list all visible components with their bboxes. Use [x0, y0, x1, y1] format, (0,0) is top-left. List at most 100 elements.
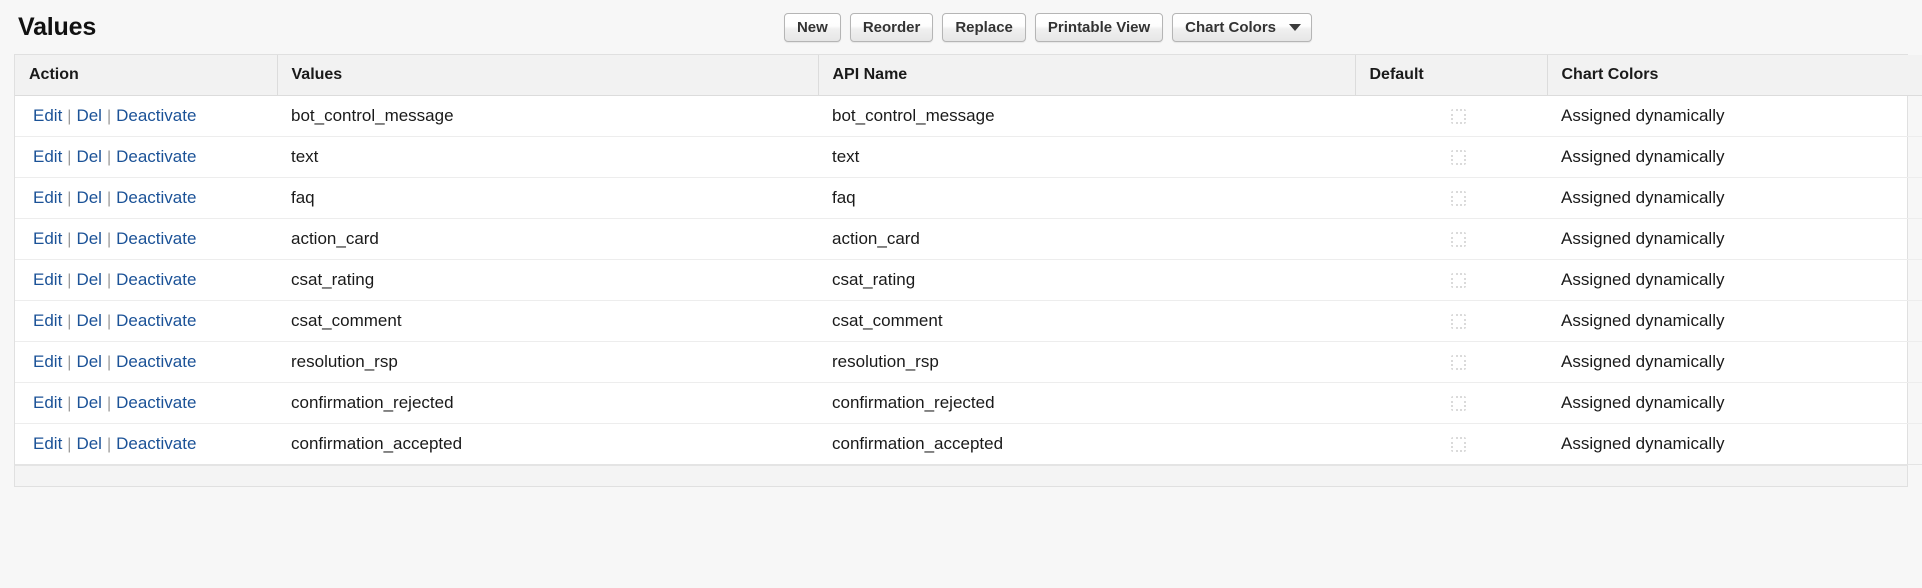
action-separator: |	[106, 231, 112, 248]
cell-api-name: action_card	[818, 218, 1355, 260]
chevron-down-icon	[1289, 23, 1301, 31]
replace-button[interactable]: Replace	[942, 12, 1026, 42]
delete-link[interactable]: Del	[76, 106, 102, 125]
deactivate-link[interactable]: Deactivate	[116, 229, 197, 248]
row-actions-cell: Edit|Del|Deactivate	[15, 423, 277, 465]
edit-link[interactable]: Edit	[33, 188, 63, 207]
default-checkbox[interactable]	[1450, 355, 1466, 371]
deactivate-link[interactable]: Deactivate	[116, 188, 197, 207]
new-button[interactable]: New	[783, 12, 841, 42]
edit-link[interactable]: Edit	[33, 393, 63, 412]
action-separator: |	[67, 436, 72, 453]
delete-link[interactable]: Del	[76, 311, 102, 330]
cell-default	[1355, 423, 1547, 465]
default-checkbox[interactable]	[1450, 109, 1466, 125]
delete-link[interactable]: Del	[76, 352, 102, 371]
cell-api-name: faq	[818, 177, 1355, 219]
edit-link[interactable]: Edit	[33, 352, 63, 371]
action-separator: |	[67, 395, 72, 412]
action-separator: |	[67, 354, 72, 371]
row-actions-cell: Edit|Del|Deactivate	[15, 300, 277, 342]
cell-value: csat_rating	[277, 259, 818, 301]
toolbar-button-group: New Reorder Replace Printable View Chart…	[783, 12, 1904, 42]
cell-default	[1355, 259, 1547, 301]
cell-chart-colors: Assigned dynamically	[1547, 177, 1922, 219]
default-checkbox[interactable]	[1450, 396, 1466, 412]
edit-link[interactable]: Edit	[33, 229, 63, 248]
cell-chart-colors: Assigned dynamically	[1547, 382, 1922, 424]
default-checkbox[interactable]	[1450, 273, 1466, 289]
cell-default	[1355, 341, 1547, 383]
delete-link[interactable]: Del	[76, 229, 102, 248]
default-checkbox[interactable]	[1450, 314, 1466, 330]
cell-value: confirmation_rejected	[277, 382, 818, 424]
cell-api-name: resolution_rsp	[818, 341, 1355, 383]
cell-api-name: confirmation_accepted	[818, 423, 1355, 465]
delete-link[interactable]: Del	[76, 393, 102, 412]
values-table: Action Values API Name Default Chart Col…	[15, 55, 1922, 465]
cell-value: resolution_rsp	[277, 341, 818, 383]
action-separator: |	[106, 108, 112, 125]
cell-default	[1355, 300, 1547, 342]
cell-value: faq	[277, 177, 818, 219]
cell-chart-colors: Assigned dynamically	[1547, 95, 1922, 137]
cell-chart-colors: Assigned dynamically	[1547, 136, 1922, 178]
reorder-button[interactable]: Reorder	[849, 12, 934, 42]
deactivate-link[interactable]: Deactivate	[116, 352, 197, 371]
deactivate-link[interactable]: Deactivate	[116, 311, 197, 330]
default-checkbox[interactable]	[1450, 232, 1466, 248]
row-actions-cell: Edit|Del|Deactivate	[15, 341, 277, 383]
deactivate-link[interactable]: Deactivate	[116, 393, 197, 412]
column-header-default: Default	[1355, 55, 1548, 96]
cell-api-name: csat_comment	[818, 300, 1355, 342]
action-separator: |	[106, 354, 112, 371]
edit-link[interactable]: Edit	[33, 147, 63, 166]
cell-value: csat_comment	[277, 300, 818, 342]
action-separator: |	[67, 272, 72, 289]
default-checkbox[interactable]	[1450, 191, 1466, 207]
deactivate-link[interactable]: Deactivate	[116, 147, 197, 166]
cell-chart-colors: Assigned dynamically	[1547, 300, 1922, 342]
action-separator: |	[67, 231, 72, 248]
deactivate-link[interactable]: Deactivate	[116, 106, 197, 125]
action-separator: |	[106, 436, 112, 453]
row-actions-cell: Edit|Del|Deactivate	[15, 259, 277, 301]
table-header-row: Action Values API Name Default Chart Col…	[15, 55, 1922, 96]
edit-link[interactable]: Edit	[33, 311, 63, 330]
chart-colors-dropdown-button[interactable]: Chart Colors	[1172, 12, 1312, 42]
cell-default	[1355, 218, 1547, 260]
cell-api-name: text	[818, 136, 1355, 178]
cell-value: confirmation_accepted	[277, 423, 818, 465]
deactivate-link[interactable]: Deactivate	[116, 434, 197, 453]
cell-chart-colors: Assigned dynamically	[1547, 259, 1922, 301]
cell-default	[1355, 95, 1547, 137]
default-checkbox[interactable]	[1450, 150, 1466, 166]
edit-link[interactable]: Edit	[33, 270, 63, 289]
cell-value: action_card	[277, 218, 818, 260]
delete-link[interactable]: Del	[76, 188, 102, 207]
cell-chart-colors: Assigned dynamically	[1547, 423, 1922, 465]
page-toolbar: Values New Reorder Replace Printable Vie…	[0, 0, 1922, 54]
delete-link[interactable]: Del	[76, 270, 102, 289]
printable-view-button[interactable]: Printable View	[1034, 12, 1164, 42]
delete-link[interactable]: Del	[76, 434, 102, 453]
cell-api-name: csat_rating	[818, 259, 1355, 301]
action-separator: |	[106, 190, 112, 207]
edit-link[interactable]: Edit	[33, 106, 63, 125]
default-checkbox[interactable]	[1450, 437, 1466, 453]
action-separator: |	[106, 395, 112, 412]
deactivate-link[interactable]: Deactivate	[116, 270, 197, 289]
cell-api-name: confirmation_rejected	[818, 382, 1355, 424]
action-separator: |	[67, 149, 72, 166]
edit-link[interactable]: Edit	[33, 434, 63, 453]
delete-link[interactable]: Del	[76, 147, 102, 166]
values-table-container: Action Values API Name Default Chart Col…	[14, 54, 1922, 465]
